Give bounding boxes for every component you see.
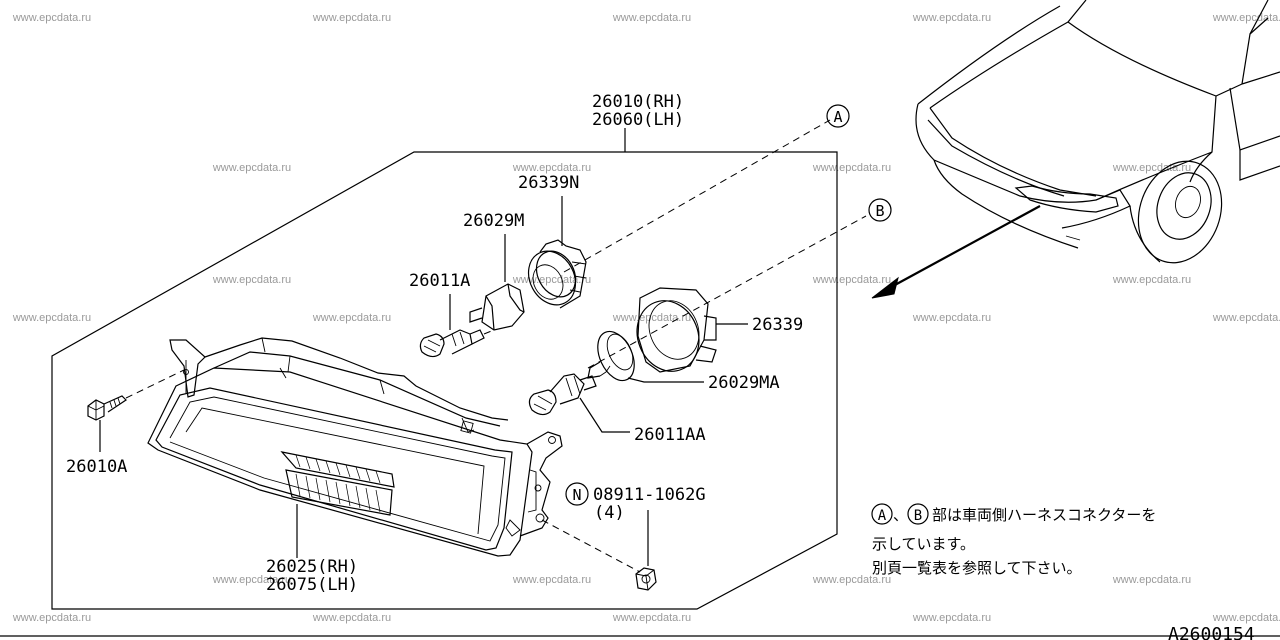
label-26011aa: 26011AA (634, 425, 706, 445)
svg-text:、: 、 (893, 506, 908, 524)
watermark-text: www.epcdata.ru (12, 312, 91, 324)
watermark-text: www.epcdata.ru (612, 312, 691, 324)
connector-line-a (563, 119, 831, 273)
label-26075-lh: 26075(LH) (266, 575, 358, 595)
watermark-text: www.epcdata.ru (612, 12, 691, 24)
watermark-text: www.epcdata.ru (12, 12, 91, 24)
watermark-text: www.epcdata.ru (512, 162, 591, 174)
watermark-text: www.epcdata.ru (1212, 612, 1280, 624)
vehicle-outline (871, 0, 1280, 299)
label-nut-qty: (4) (594, 503, 625, 523)
svg-text:N: N (572, 486, 581, 504)
svg-text:B: B (914, 508, 922, 524)
watermark-text: www.epcdata.ru (212, 574, 291, 586)
watermark-text: www.epcdata.ru (812, 574, 891, 586)
watermark-text: www.epcdata.ru (1212, 12, 1280, 24)
assembly-frame (51, 151, 838, 610)
label-26011a: 26011A (409, 271, 470, 291)
watermark-text: www.epcdata.ru (912, 312, 991, 324)
label-26025-rh: 26025(RH) (266, 557, 358, 577)
callout-n: N (565, 482, 589, 506)
nut-08911 (541, 510, 657, 591)
callout-a: A (826, 104, 850, 128)
label-26060-lh: 26060(LH) (592, 110, 684, 130)
note-line-3: 別頁一覧表を参照して下さい。 (872, 559, 1082, 577)
label-nut-code: 08911-1062G (593, 485, 706, 505)
svg-text:B: B (875, 202, 884, 220)
note-line-2: 示しています。 (872, 535, 975, 553)
retainer-26339 (636, 287, 748, 373)
watermark-text: www.epcdata.ru (612, 612, 691, 624)
label-26029ma: 26029MA (708, 373, 780, 393)
retainer-26339n (527, 196, 587, 309)
svg-text:A: A (878, 508, 887, 524)
watermark-text: www.epcdata.ru (212, 162, 291, 174)
label-26339n: 26339N (518, 173, 579, 193)
note-line-1: 部は車両側ハーネスコネクターを (932, 506, 1156, 524)
watermark-text: www.epcdata.ru (212, 274, 291, 286)
callout-b: B (868, 198, 892, 222)
bulb-26011a (419, 294, 495, 358)
label-26029m: 26029M (463, 211, 524, 231)
watermark-text: www.epcdata.ru (512, 274, 591, 286)
watermark-text: www.epcdata.ru (12, 612, 91, 624)
watermark-text: www.epcdata.ru (912, 12, 991, 24)
watermark-text: www.epcdata.ru (1112, 274, 1191, 286)
socket-26029m (469, 234, 525, 331)
watermark-text: www.epcdata.ru (812, 274, 891, 286)
watermark-text: www.epcdata.ru (312, 612, 391, 624)
svg-text:A: A (833, 108, 842, 126)
watermark-text: www.epcdata.ru (1112, 162, 1191, 174)
label-26010-rh: 26010(RH) (592, 92, 684, 112)
watermark-text: www.epcdata.ru (1112, 574, 1191, 586)
watermark-text: www.epcdata.ru (312, 312, 391, 324)
watermark-text: www.epcdata.ru (812, 162, 891, 174)
label-26339: 26339 (752, 315, 803, 335)
diagram-id: A2600154 (1168, 624, 1255, 640)
watermark-text: www.epcdata.ru (1212, 312, 1280, 324)
bulb-26011aa (528, 373, 630, 433)
connector-line-b (587, 215, 867, 369)
bolt-26010a (87, 369, 185, 452)
socket-26029ma (587, 330, 704, 383)
watermark-text: www.epcdata.ru (512, 574, 591, 586)
watermark-text: www.epcdata.ru (312, 12, 391, 24)
headlamp-housing (147, 337, 563, 557)
watermark-text: www.epcdata.ru (912, 612, 991, 624)
connector-note: A 、 B 部は車両側ハーネスコネクターを 示しています。 別頁一覧表を参照して… (871, 503, 1156, 577)
watermark-layer: www.epcdata.ru www.epcdata.ru www.epcdata.… (12, 12, 1280, 624)
label-26010a: 26010A (66, 457, 127, 477)
